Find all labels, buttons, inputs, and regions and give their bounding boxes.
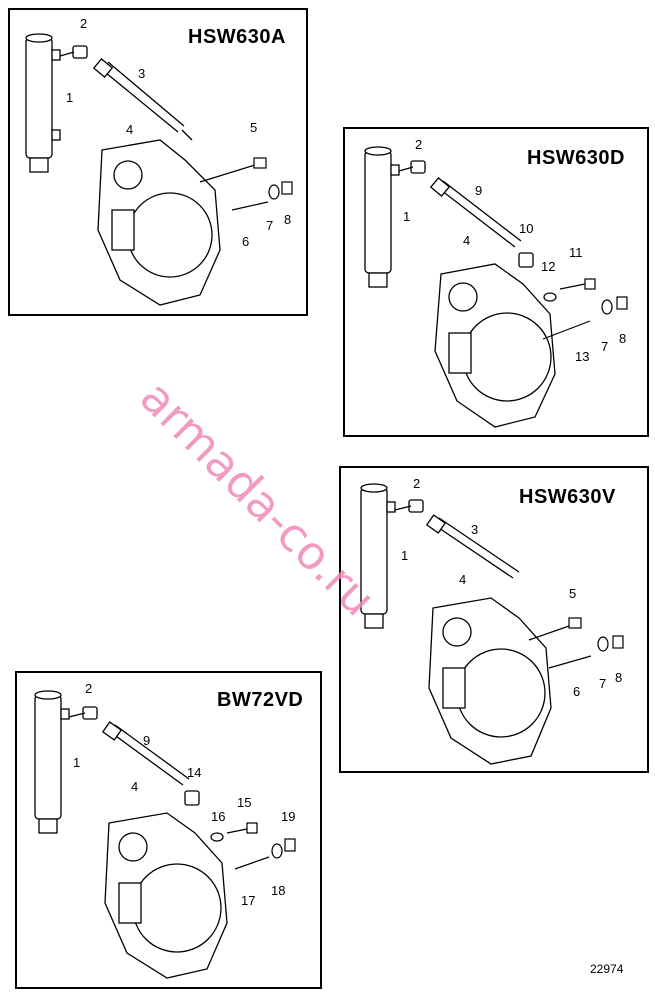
callout-1: 1 <box>403 209 410 224</box>
callout-12: 12 <box>541 259 555 274</box>
elbow-fitting <box>394 499 424 513</box>
callout-18: 18 <box>271 883 285 898</box>
callout-7: 7 <box>599 676 606 691</box>
panel-hsw630a: HSW630A <box>8 8 308 316</box>
panel-hsw630v: HSW630V 1 2 <box>339 466 649 773</box>
callout-4: 4 <box>463 233 470 248</box>
oil-cooler <box>34 690 70 834</box>
panel-title: BW72VD <box>217 689 304 711</box>
panel-bw72vd: BW72VD <box>15 671 322 989</box>
callout-3: 3 <box>471 522 478 537</box>
callout-9: 9 <box>475 183 482 198</box>
callout-5: 5 <box>250 120 257 135</box>
fitting <box>184 790 200 806</box>
drawing-number: 22974 <box>590 962 624 976</box>
callout-2: 2 <box>415 137 422 152</box>
callout-19: 19 <box>281 809 295 824</box>
flywheel-housing <box>104 812 228 979</box>
callout-1: 1 <box>66 90 73 105</box>
callout-4: 4 <box>126 122 133 137</box>
flywheel-housing <box>97 139 221 306</box>
flywheel-housing <box>434 263 556 428</box>
callout-17: 17 <box>241 893 255 908</box>
fitting <box>518 252 534 268</box>
callout-14: 14 <box>187 765 201 780</box>
callout-2: 2 <box>85 681 92 696</box>
callout-13: 13 <box>575 349 589 364</box>
panel-hsw630d: HSW630D <box>343 127 649 437</box>
callout-11: 11 <box>569 245 583 260</box>
hose <box>429 176 522 248</box>
elbow-fitting <box>68 706 98 720</box>
parts-drawing: 1 2 9 14 4 15 16 19 17 18 <box>34 681 296 979</box>
oil-cooler <box>360 483 396 629</box>
callout-2: 2 <box>413 476 420 491</box>
callout-5: 5 <box>569 586 576 601</box>
panel-title: HSW630D <box>527 147 625 169</box>
panel-title: HSW630V <box>519 486 616 508</box>
callout-16: 16 <box>211 809 225 824</box>
callout-15: 15 <box>237 795 251 810</box>
callout-3: 3 <box>138 66 145 81</box>
flywheel-housing <box>428 597 552 765</box>
bolt-and-stud <box>528 617 624 669</box>
callout-2: 2 <box>80 16 87 31</box>
callout-8: 8 <box>284 212 291 227</box>
callout-4: 4 <box>131 779 138 794</box>
callout-6: 6 <box>573 684 580 699</box>
callout-7: 7 <box>601 339 608 354</box>
parts-drawing: 1 2 3 4 5 6 7 8 <box>25 16 293 306</box>
bolt-and-stud <box>210 822 296 870</box>
callout-4: 4 <box>459 572 466 587</box>
hose <box>101 721 190 786</box>
bolt-and-stud <box>542 278 628 340</box>
parts-drawing: 1 2 3 4 5 6 7 8 <box>360 476 624 765</box>
callout-8: 8 <box>619 331 626 346</box>
callout-1: 1 <box>73 755 80 770</box>
elbow-fitting <box>398 160 426 174</box>
oil-cooler <box>364 146 400 288</box>
parts-drawing: 1 2 9 10 4 11 12 13 7 8 <box>364 137 628 428</box>
callout-1: 1 <box>401 548 408 563</box>
callout-7: 7 <box>266 218 273 233</box>
callout-9: 9 <box>143 733 150 748</box>
elbow-fitting <box>59 45 88 59</box>
callout-6: 6 <box>242 234 249 249</box>
callout-8: 8 <box>615 670 622 685</box>
panel-title: HSW630A <box>188 26 286 48</box>
hose <box>425 514 520 579</box>
callout-10: 10 <box>519 221 533 236</box>
bolt-and-stud <box>199 157 293 211</box>
hose <box>92 57 193 141</box>
oil-cooler <box>25 33 61 173</box>
